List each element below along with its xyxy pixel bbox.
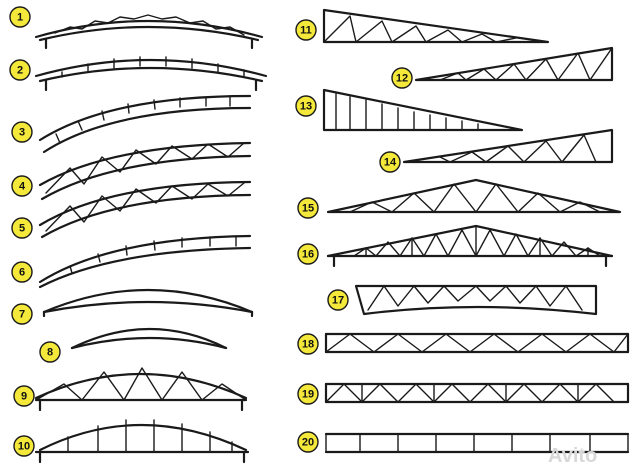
badge-label: 9	[21, 391, 27, 403]
badge-label: 2	[17, 65, 23, 77]
truss-2	[34, 56, 268, 92]
badge-circle	[295, 95, 317, 117]
badge-label: 14	[384, 157, 397, 169]
badge-circle	[297, 333, 319, 355]
truss-4	[38, 141, 252, 201]
badge-circle	[9, 6, 31, 28]
truss-8	[70, 328, 228, 350]
number-badge-9: 9	[13, 385, 35, 407]
badge-circle	[11, 121, 33, 143]
badge-label: 19	[302, 389, 314, 401]
badge-label: 3	[19, 127, 25, 139]
truss-1	[34, 14, 264, 50]
truss-7	[42, 288, 254, 318]
truss-11	[322, 8, 550, 44]
badge-label: 12	[396, 73, 408, 85]
badge-circle	[39, 341, 61, 363]
truss-9	[34, 367, 248, 412]
truss-12	[414, 46, 614, 82]
truss-14	[402, 128, 614, 164]
truss-20	[324, 432, 630, 454]
number-badge-8: 8	[39, 341, 61, 363]
number-badge-6: 6	[11, 261, 33, 283]
badge-circle	[297, 431, 319, 453]
truss-16	[326, 224, 614, 268]
badge-label: 20	[302, 437, 314, 449]
badge-circle	[379, 151, 401, 173]
truss-15	[326, 178, 622, 214]
number-badge-12: 12	[391, 67, 413, 89]
badge-label: 5	[19, 223, 25, 235]
badge-circle	[297, 243, 319, 265]
number-badge-2: 2	[9, 59, 31, 81]
badge-circle	[327, 289, 349, 311]
number-badge-13: 13	[295, 95, 317, 117]
badge-label: 17	[332, 295, 344, 307]
number-badge-10: 10	[13, 435, 35, 457]
badge-circle	[391, 67, 413, 89]
badge-label: 13	[300, 101, 312, 113]
number-badge-11: 11	[295, 19, 317, 41]
number-badge-17: 17	[327, 289, 349, 311]
badge-circle	[11, 303, 33, 325]
badge-label: 7	[19, 309, 25, 321]
badge-label: 1	[17, 12, 23, 24]
badge-label: 11	[300, 25, 312, 37]
truss-17	[354, 284, 598, 316]
truss-10	[34, 419, 250, 464]
number-badge-19: 19	[297, 383, 319, 405]
watermark-text: Avito	[548, 445, 597, 467]
number-badge-3: 3	[11, 121, 33, 143]
badge-circle	[11, 175, 33, 197]
badge-label: 16	[302, 249, 314, 261]
number-badge-4: 4	[11, 175, 33, 197]
badge-circle	[297, 197, 319, 219]
number-badge-15: 15	[297, 197, 319, 219]
badge-label: 8	[47, 347, 53, 359]
badge-circle	[11, 217, 33, 239]
badge-circle	[13, 435, 35, 457]
badge-label: 18	[302, 339, 314, 351]
number-badge-7: 7	[11, 303, 33, 325]
number-badge-18: 18	[297, 333, 319, 355]
badge-circle	[297, 383, 319, 405]
number-badge-16: 16	[297, 243, 319, 265]
number-badge-20: 20	[297, 431, 319, 453]
badge-label: 10	[18, 441, 30, 453]
number-badge-5: 5	[11, 217, 33, 239]
truss-18	[324, 332, 630, 354]
number-badge-14: 14	[379, 151, 401, 173]
badge-label: 4	[19, 181, 26, 193]
number-badge-1: 1	[9, 6, 31, 28]
badge-label: 15	[302, 203, 314, 215]
truss-3	[38, 94, 252, 154]
truss-19	[324, 382, 630, 404]
badge-circle	[13, 385, 35, 407]
badge-circle	[9, 59, 31, 81]
truss-13	[322, 88, 524, 132]
badge-label: 6	[19, 267, 25, 279]
truss-5	[38, 180, 252, 239]
badge-circle	[295, 19, 317, 41]
truss-6	[38, 234, 252, 289]
badge-circle	[11, 261, 33, 283]
